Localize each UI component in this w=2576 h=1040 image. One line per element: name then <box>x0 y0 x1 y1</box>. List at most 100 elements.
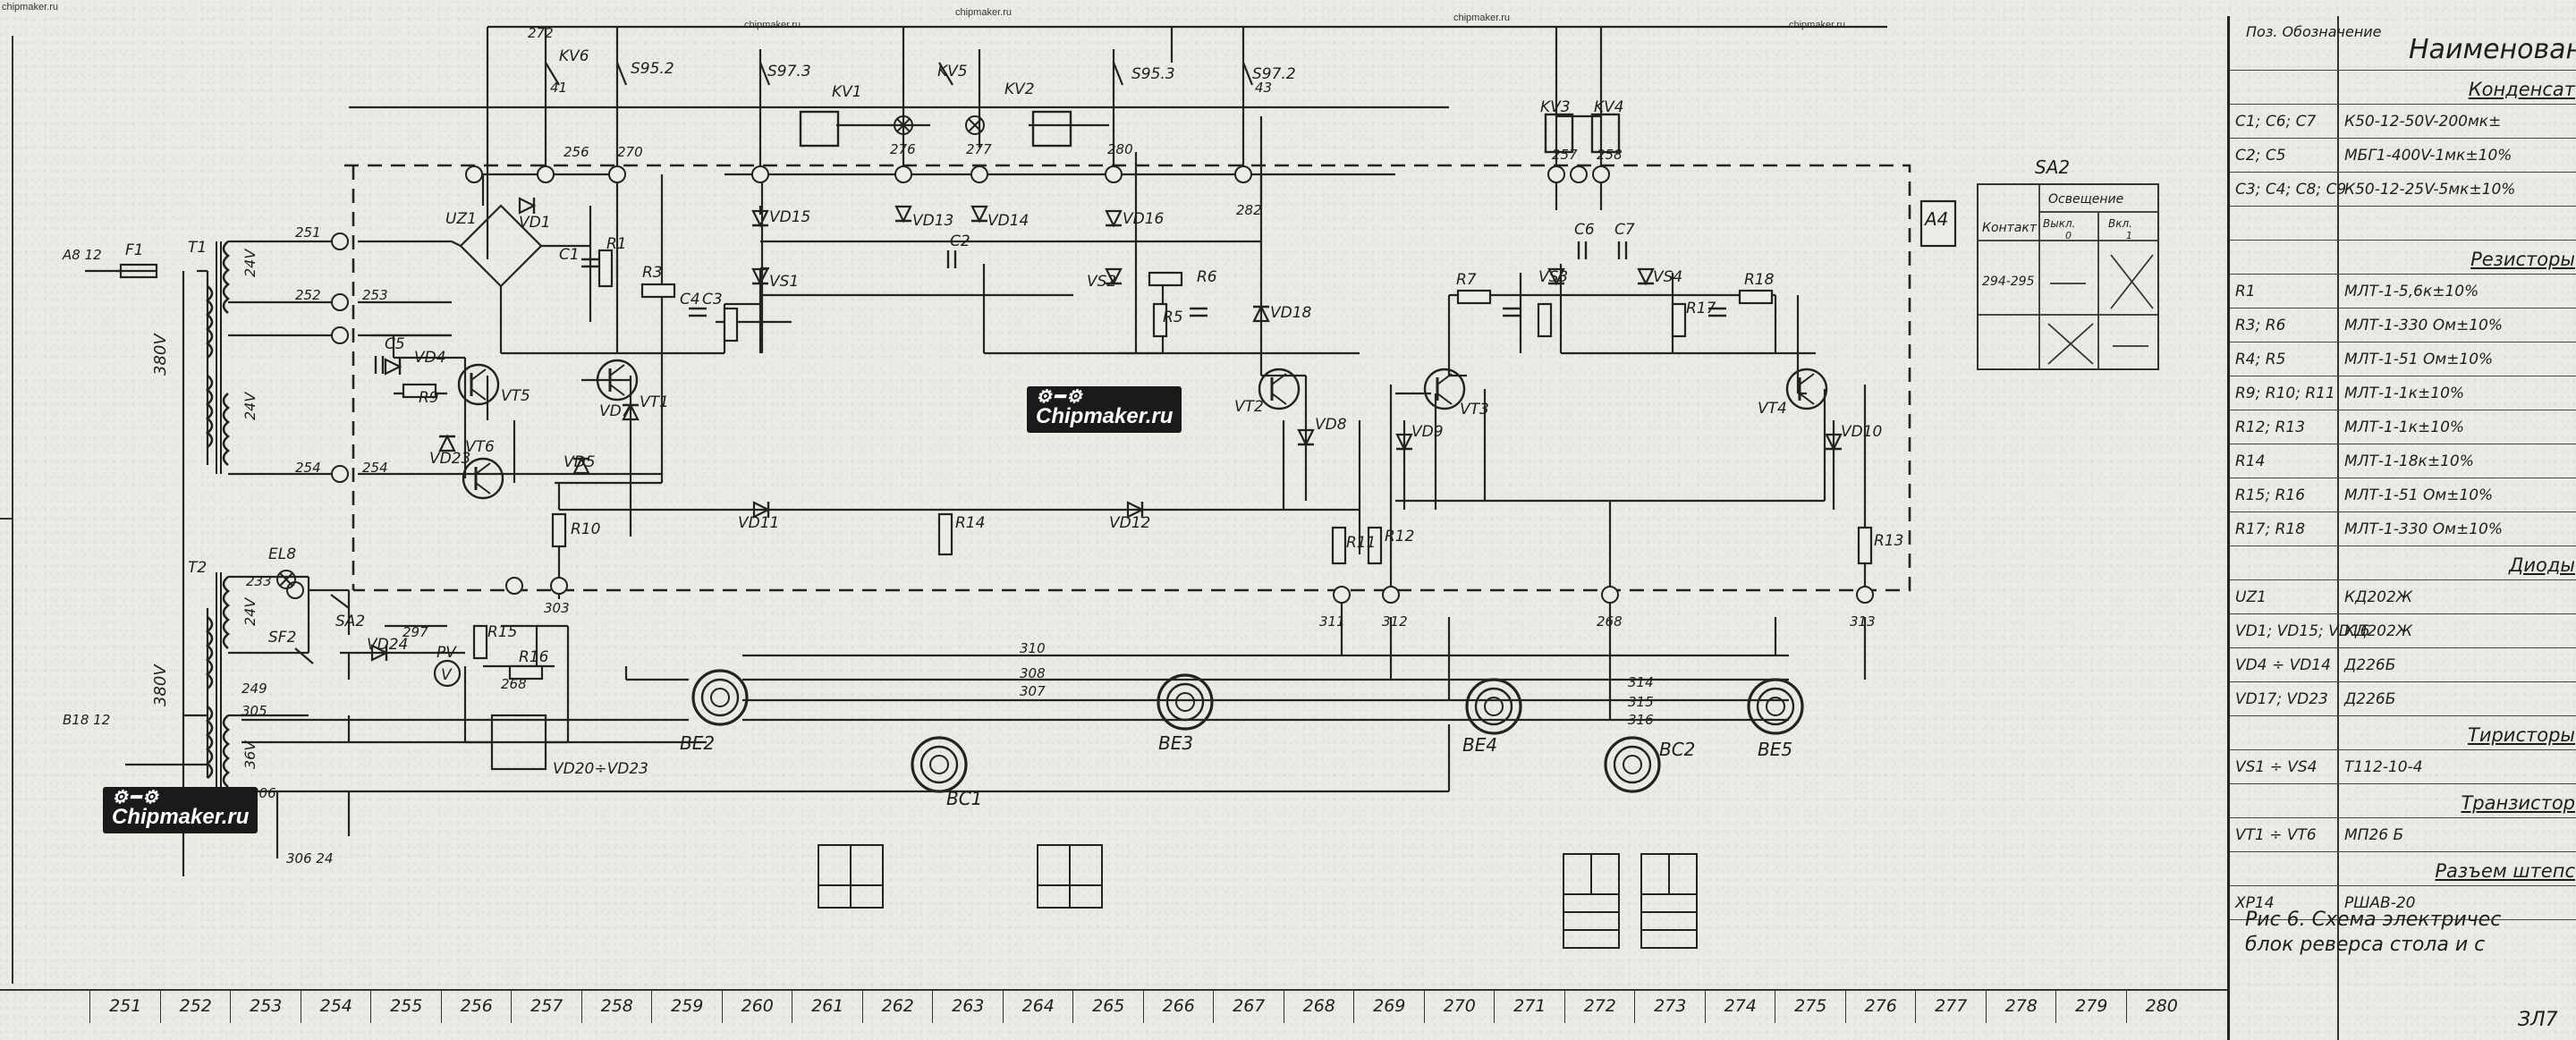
label-R1: R1 <box>606 235 627 253</box>
wire-249: 249 <box>242 681 267 697</box>
sa2-col-on: Вкл. <box>2108 217 2132 230</box>
caption-line-2: блок реверса стола и с <box>2245 934 2486 956</box>
label-VS1: VS1 <box>769 273 799 291</box>
label-C2: C2 <box>950 233 970 250</box>
watermark: chipmaker.ru <box>1453 13 1510 23</box>
label-S95.3: S95.3 <box>1131 65 1175 83</box>
bom-row-name: Д226Б <box>2344 690 2396 708</box>
bom-row-position: VT1 ÷ VT6 <box>2235 826 2317 844</box>
label-SA2: SA2 <box>335 613 365 630</box>
strip-cell: 251 <box>89 991 161 1023</box>
label-S97.2: S97.2 <box>1252 65 1296 83</box>
bom-row-name: Т112-10-4 <box>2344 758 2423 776</box>
strip-cell: 264 <box>1002 991 1074 1023</box>
label-VD11: VD11 <box>738 514 779 532</box>
strip-cell: 270 <box>1423 991 1496 1023</box>
gear-icon: ⚙━⚙ <box>1036 387 1084 407</box>
label-VD7: VD7 <box>599 402 631 420</box>
bom-row: Диоды <box>2230 545 2576 580</box>
bom-row: R9; R10; R11 МЛТ-1-1к±10% <box>2230 376 2576 410</box>
wire-258: 258 <box>1597 147 1623 163</box>
strip-cell: 262 <box>861 991 934 1023</box>
label-R17: R17 <box>1686 300 1716 317</box>
sa2-table-title: SA2 <box>2035 156 2071 178</box>
transformer-T1 <box>206 240 230 474</box>
wire-276: 276 <box>890 141 916 157</box>
wire-268b: 268 <box>501 676 527 692</box>
label-36v: 36V <box>242 740 258 769</box>
label-VS2: VS2 <box>1087 273 1116 291</box>
label-VD13: VD13 <box>912 212 953 230</box>
label-VD18: VD18 <box>1270 304 1312 322</box>
strip-cell: 266 <box>1142 991 1215 1023</box>
label-BC2: BC2 <box>1659 739 1695 760</box>
label-R10: R10 <box>571 520 600 538</box>
label-BE5: BE5 <box>1758 739 1792 760</box>
label-T2: T2 <box>188 559 207 577</box>
bom-row <box>2230 206 2576 241</box>
label-S97.3: S97.3 <box>767 63 811 80</box>
wire-303: 303 <box>544 600 570 616</box>
bom-header-pos: Поз. Обозначение <box>2246 23 2382 40</box>
strip-cell: 279 <box>2055 991 2127 1023</box>
label-VD8: VD8 <box>1315 416 1347 434</box>
bom-row-position: UZ1 <box>2235 588 2267 606</box>
bom-row-name: МЛТ-1-1к±10% <box>2344 385 2465 402</box>
strip-cell: 259 <box>651 991 723 1023</box>
label-R11: R11 <box>1346 534 1376 552</box>
label-VT1: VT1 <box>640 393 669 411</box>
wire-314: 314 <box>1628 674 1654 690</box>
bom-header: Поз. Обозначение Наименован <box>2230 16 2576 71</box>
strip-cell: 256 <box>440 991 513 1023</box>
contact-tables <box>818 844 1698 949</box>
chipmaker-logo-left: ⚙━⚙ Chipmaker.ru <box>103 787 258 833</box>
bom-row: Резисторы <box>2230 240 2576 275</box>
bom-row: Разъем штепс <box>2230 851 2576 886</box>
capacitors <box>374 241 1726 374</box>
label-VD1: VD1 <box>519 214 551 232</box>
strip-cell: 253 <box>230 991 301 1023</box>
label-C1: C1 <box>559 246 580 264</box>
label-VD5: VD5 <box>564 453 596 471</box>
strip-cell: 275 <box>1775 991 1846 1023</box>
bom-row-position: C2; C5 <box>2235 147 2286 165</box>
sheet-number: ЗЛ7 <box>2518 1009 2558 1031</box>
sa2-col-contact: Контакт <box>1982 221 2038 235</box>
label-VD12: VD12 <box>1109 514 1150 532</box>
bom-header-name: Наименован <box>2409 34 2576 65</box>
bom-row-position: R9; R10; R11 <box>2235 385 2335 402</box>
strip-cell: 254 <box>300 991 372 1023</box>
bom-row-category: Резисторы <box>2470 249 2575 270</box>
wire-313: 313 <box>1850 613 1876 630</box>
bom-row-position: R17; R18 <box>2235 520 2306 538</box>
wire-297: 297 <box>402 624 428 640</box>
label-T1: T1 <box>188 239 207 257</box>
relay-coils <box>799 110 1621 154</box>
label-VT4: VT4 <box>1758 400 1787 418</box>
label-BE2: BE2 <box>680 732 715 754</box>
bom-row-category: Транзистор <box>2461 792 2575 814</box>
label-VT3: VT3 <box>1460 401 1489 419</box>
wire-41: 41 <box>550 80 567 96</box>
label-BE4: BE4 <box>1462 734 1497 756</box>
label-EL8: EL8 <box>268 545 296 563</box>
strip-cell: 265 <box>1072 991 1144 1023</box>
label-VS4: VS4 <box>1653 268 1682 286</box>
strip-cell: 263 <box>932 991 1004 1023</box>
wire-305: 305 <box>242 703 267 719</box>
bom-row-position: R1 <box>2235 283 2256 300</box>
bom-row-position: R14 <box>2235 452 2266 470</box>
wire-254: 254 <box>295 460 321 476</box>
wire-308: 308 <box>1020 665 1046 681</box>
